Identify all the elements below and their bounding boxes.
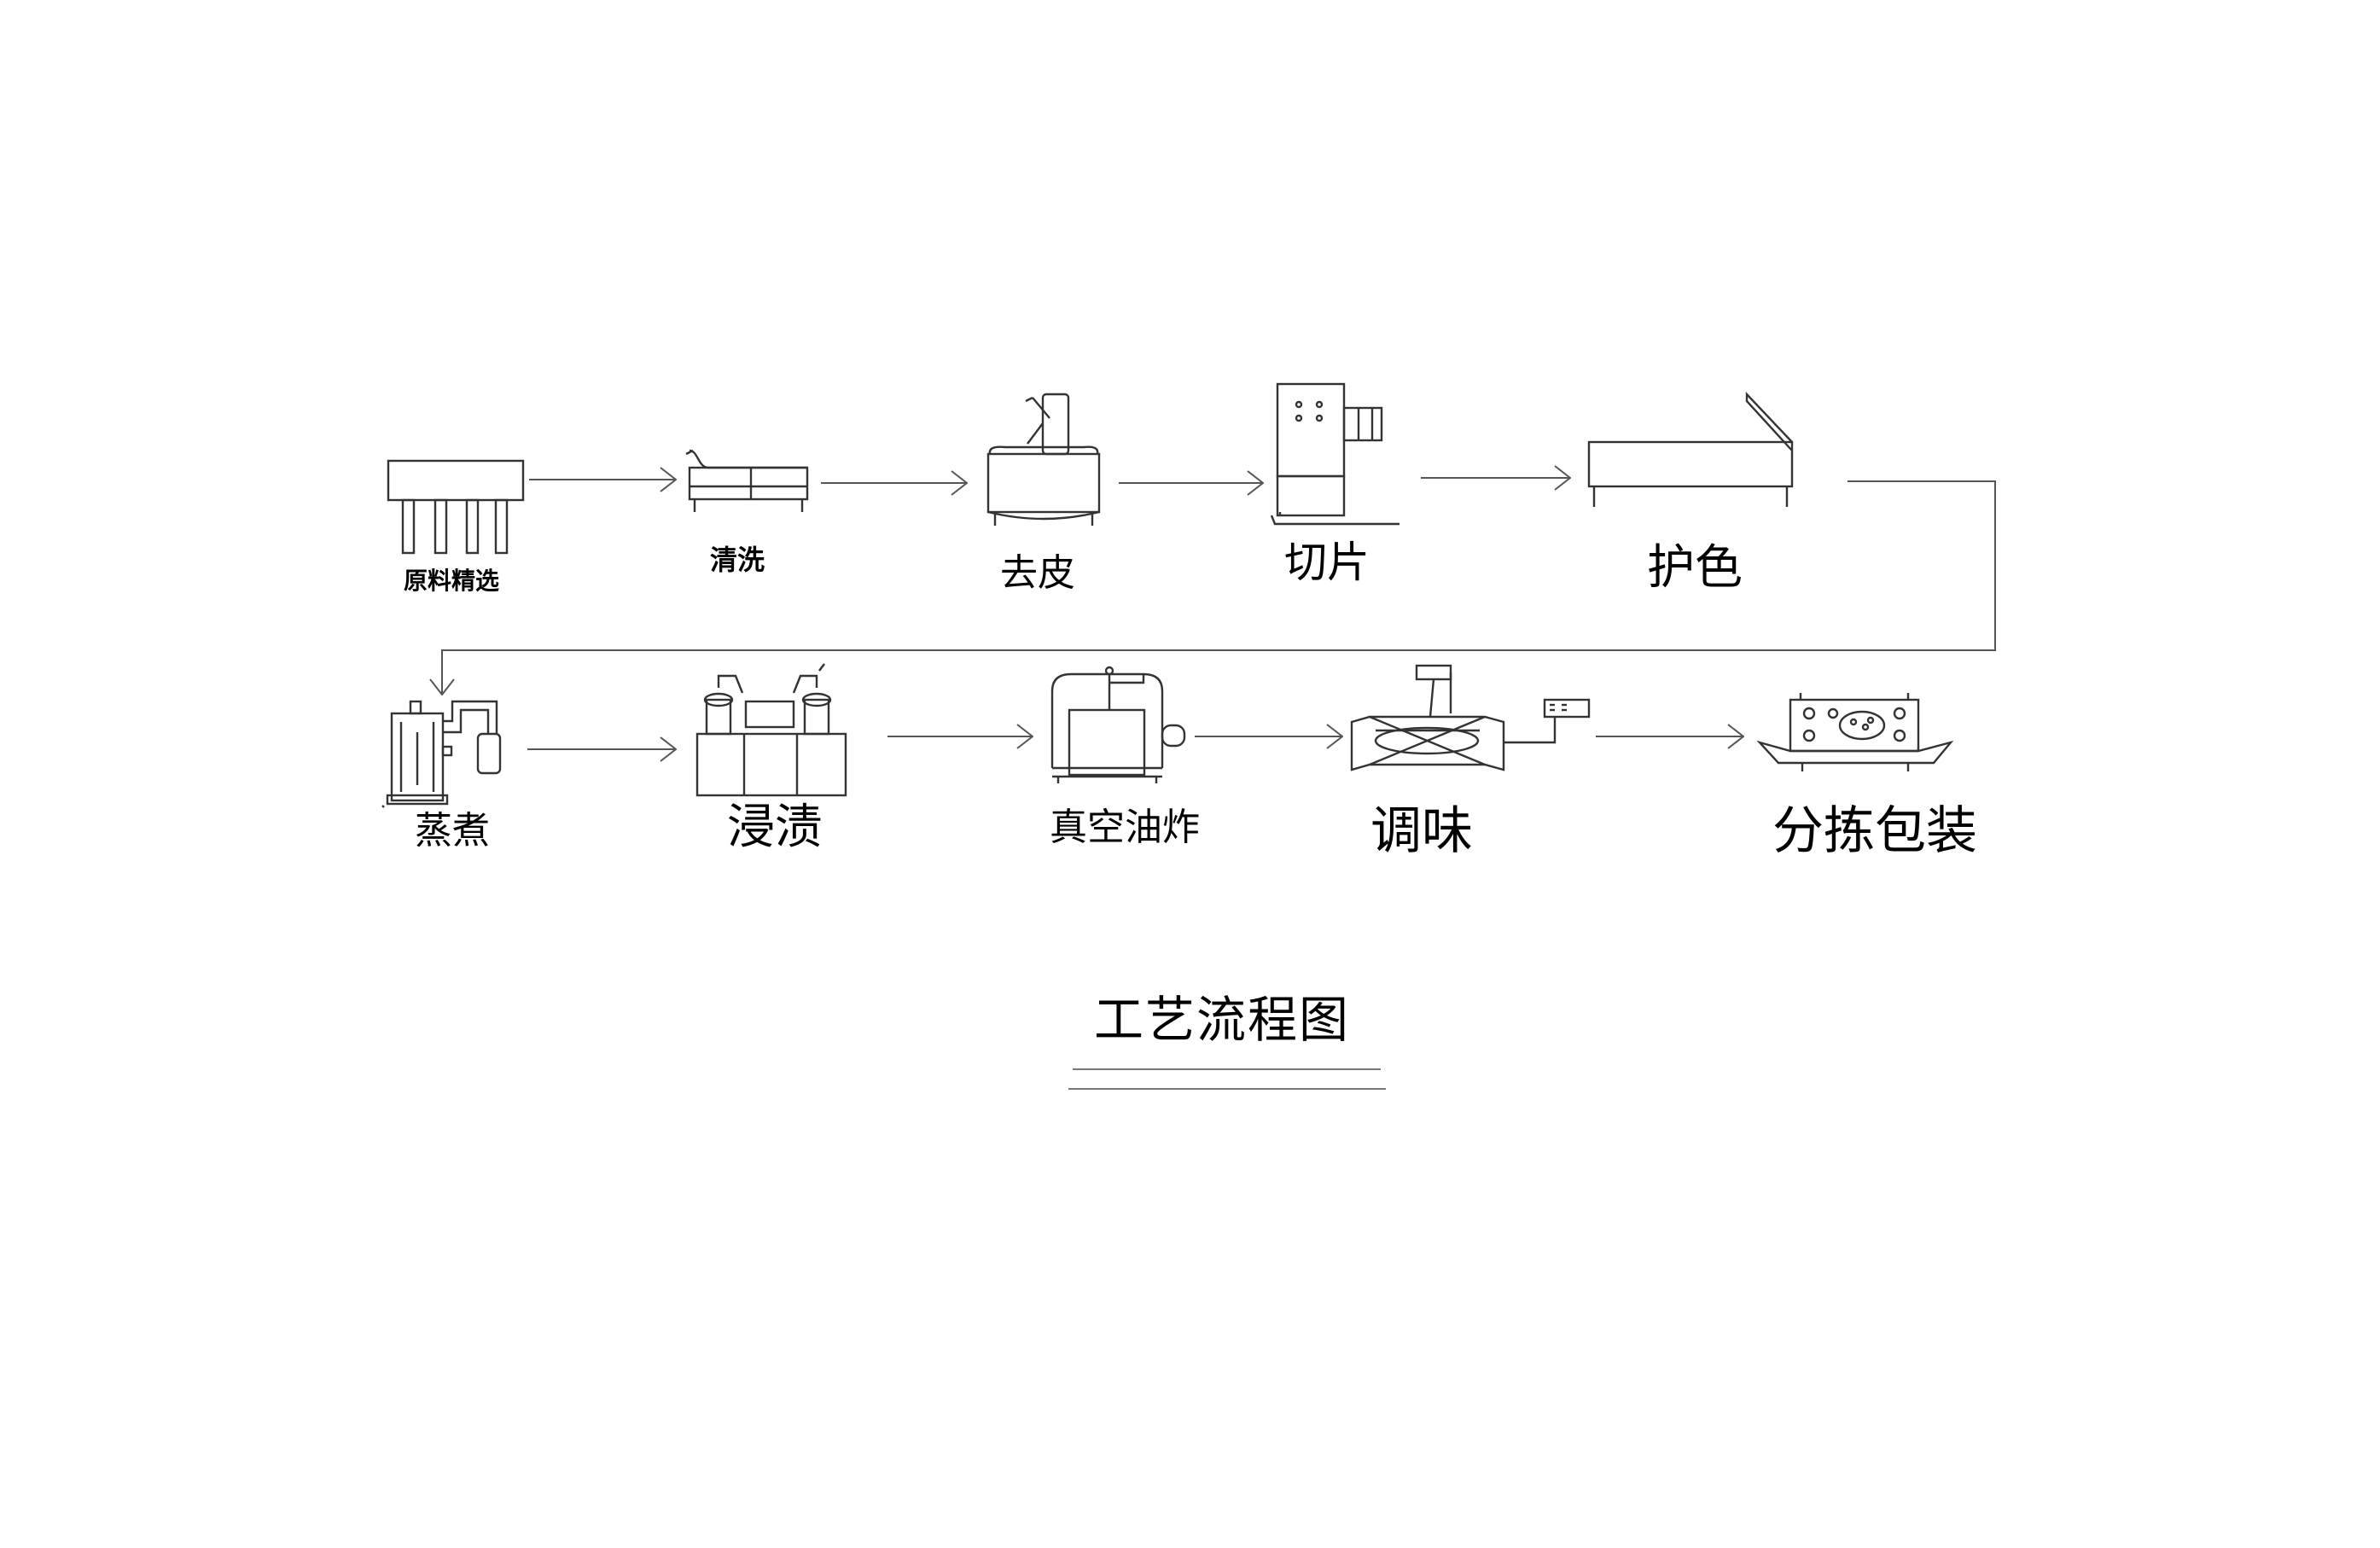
flow-arrows xyxy=(442,478,1996,749)
step-label-vacuum-frying: 真空油炸 xyxy=(1050,806,1200,849)
slicing-machine-icon xyxy=(1270,382,1399,526)
impregnation-tank-icon xyxy=(695,663,847,797)
vacuum-fryer-icon xyxy=(1050,666,1186,783)
steamer-icon xyxy=(381,700,502,808)
step-label-washing: 清洗 xyxy=(710,544,765,576)
title-underline xyxy=(1068,1068,1386,1090)
seasoning-drum-icon xyxy=(1350,664,1591,771)
step-label-selection: 原料精选 xyxy=(404,567,500,595)
step-label-impregnation: 浸渍 xyxy=(727,800,823,855)
step-label-color-protection: 护色 xyxy=(1647,540,1743,596)
color-protection-tank-icon xyxy=(1587,391,1794,507)
sorting-packaging-machine-icon xyxy=(1756,693,1954,771)
diagram-title: 工艺流程图 xyxy=(1094,991,1351,1049)
selection-table-icon xyxy=(387,459,525,555)
arrow-5-to-6 xyxy=(442,480,1996,695)
peeling-machine-icon xyxy=(986,393,1101,526)
washing-machine-icon xyxy=(685,449,809,512)
step-label-peeling: 去皮 xyxy=(1000,551,1075,595)
step-label-seasoning: 调味 xyxy=(1370,801,1473,861)
step-label-steaming: 蒸煮 xyxy=(415,809,490,853)
step-label-sorting-packaging: 分拣包装 xyxy=(1772,801,1977,861)
step-label-slicing: 切片 xyxy=(1284,538,1370,587)
